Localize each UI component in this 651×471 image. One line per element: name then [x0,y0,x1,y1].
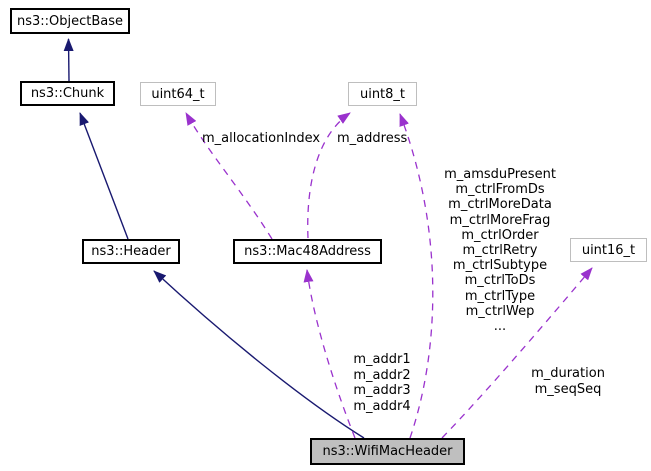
edge-label-allocation-index: m_allocationIndex [202,131,321,146]
node-ns3-mac48address[interactable]: ns3::Mac48Address [233,239,382,264]
node-uint16-t: uint16_t [570,238,647,262]
node-ns3-header[interactable]: ns3::Header [82,239,180,264]
edge-chunk-to-objectbase [63,38,74,82]
node-uint64-t: uint64_t [140,82,216,106]
node-ns3-chunk[interactable]: ns3::Chunk [20,81,115,106]
edge-label-addr-fields: m_addr1 m_addr2 m_addr3 m_addr4 [353,352,411,414]
edge-mac48address-to-uint64-t [185,112,273,240]
node-ns3-objectbase[interactable]: ns3::ObjectBase [10,8,130,34]
edge-label-ctrl-fields: m_amsduPresent m_ctrlFromDs m_ctrlMoreDa… [444,167,556,335]
edge-wifimacheader-to-mac48address [303,269,356,439]
node-ns3-wifimacheader: ns3::WifiMacHeader [310,438,465,465]
edge-label-address: m_address [337,131,408,146]
edge-wifimacheader-to-header [153,270,365,439]
edge-wifimacheader-to-uint16-t [441,267,593,439]
edge-mac48address-to-uint8-t [307,112,351,239]
edge-header-to-chunk [79,112,129,240]
edge-label-duration-fields: m_duration m_seqSeq [531,366,605,397]
node-uint8-t: uint8_t [348,82,417,106]
